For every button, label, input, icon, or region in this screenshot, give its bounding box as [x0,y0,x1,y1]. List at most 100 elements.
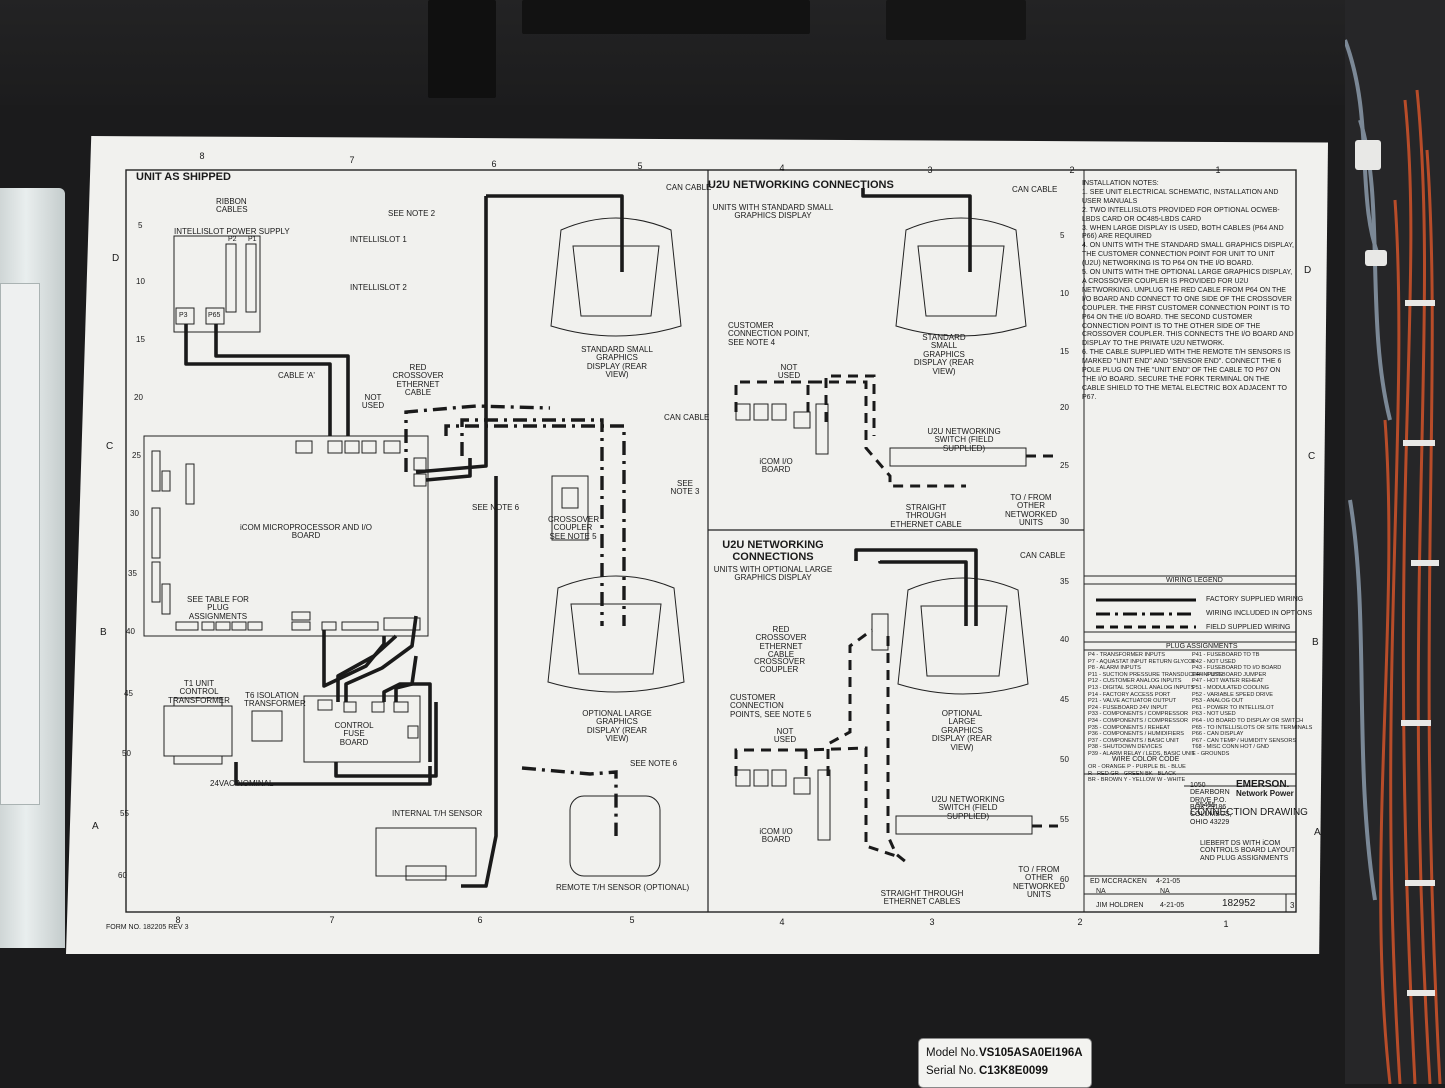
installation-note: 2. TWO INTELLISLOTS PROVIDED FOR OPTIONA… [1082,206,1280,223]
plug-p65-label: P65 [208,312,221,319]
ruler-tick-label: 10 [1060,289,1069,298]
plug-assignment-item: P37 - COMPONENTS / BASIC UNIT [1088,737,1180,744]
wiring-legend-field: FIELD SUPPLIED WIRING [1206,624,1291,631]
ruler-tick-label: 5 [1060,231,1065,240]
plug-assignments-left: P4 - TRANSFORMER INPUTS P7 - AQUASTAT IN… [1088,652,1222,758]
to-from-other2-label: TO / FROM OTHER NETWORKED UNITS [1013,865,1065,900]
plug-assignment-item: P38 - SHUTDOWN DEVICES [1088,744,1162,751]
ruler-tick-label: 50 [1060,755,1069,764]
ruler-tick-label: 30 [1060,517,1069,526]
plug-assignment-item: P43 - FUSEBOARD TO I/O BOARD [1192,665,1282,672]
ruler-tick-label: 60 [1060,875,1069,884]
model-number: VS105ASA0EI196A [979,1047,1083,1059]
emerson-sub: Network Power [1236,789,1294,798]
plug-p3-label: P3 [179,312,188,319]
wiring-legend-options: WIRING INCLUDED IN OPTIONS [1206,610,1313,617]
zone-column-label: 5 [637,161,643,171]
wiring-legend-factory: FACTORY SUPPLIED WIRING [1206,596,1304,603]
wire-color-code-row: R - RED GR - GREEN BK - BLACK [1088,770,1176,777]
zone-column-label: 7 [349,155,355,165]
form-number-label: FORM NO. 182205 REV 3 [106,924,189,931]
u2u-switch-label: U2U NETWORKING SWITCH (FIELD SUPPLIED) [927,427,1001,453]
plug-assignment-item: P61 - POWER TO INTELLISLOT [1192,704,1274,711]
customer-conn-note4-label: CUSTOMER CONNECTION POINT, SEE NOTE 4 [728,321,810,347]
std-small-display-label: STANDARD SMALL GRAPHICS DISPLAY (REAR VI… [581,345,653,380]
straight-through-label: STRAIGHT THROUGH ETHERNET CABLE [890,503,962,529]
control-fuse-board-label: CONTROL FUSE BOARD [334,721,374,747]
see-table-label: SEE TABLE FOR PLUG ASSIGNMENTS [187,595,249,621]
ruler-tick-label: 15 [136,335,145,344]
plug-assignment-item: P53 - ANALOG OUT [1192,698,1244,705]
document-in-sleeve [0,283,40,805]
plug-assignments-right: P41 - FUSEBOARD TO TB P42 - NOT USED P43… [1192,652,1312,758]
plug-p1-label: P1 [248,236,257,243]
not-used-right-label: NOT USED [777,363,801,381]
plug-assignment-item: P64 - I/O BOARD TO DISPLAY OR SWITCH [1192,717,1304,724]
cabinet-slot [522,0,810,34]
t6-transformer-label: T6 ISOLATION TRANSFORMER [244,691,306,709]
installation-note: 6. THE CABLE SUPPLIED WITH THE REMOTE T/… [1082,349,1291,401]
plug-assignment-item: P67 - CAN TEMP / HUMIDITY SENSORS [1192,737,1297,744]
opt-large-display-label: OPTIONAL LARGE GRAPHICS DISPLAY (REAR VI… [582,709,652,744]
connection-drawing-sheet: UNIT AS SHIPPED U2U NETWORKING CONNECTIO… [66,136,1328,954]
zone-column-label: 3 [929,917,935,927]
zone-row-label: C [1308,451,1316,462]
unit-nameplate: Model No. VS105ASA0EI196A Serial No. C13… [918,1038,1092,1088]
zone-column-label: 8 [199,151,205,161]
crossover-coupler-note5-label: CROSSOVER COUPLER SEE NOTE 5 [548,515,600,541]
units-optional-label: UNITS WITH OPTIONAL LARGE GRAPHICS DISPL… [713,565,833,583]
wiring-harness-background [1345,0,1445,1084]
installation-notes: INSTALLATION NOTES: 1. SEE UNIT ELECTRIC… [1082,180,1294,403]
drawing-subtitle: LIEBERT DS WITH iCOM CONTROLS BOARD LAYO… [1200,840,1296,862]
ruler-tick-label: 50 [122,749,131,758]
zone-column-label: 3 [927,165,933,175]
ruler-tick-label: 35 [128,569,137,578]
zone-column-label: 8 [175,915,181,925]
plug-assignment-item: P11 - SUCTION PRESSURE TRANSDUCER INPUTS [1088,671,1223,678]
checked-by: NA [1096,888,1106,895]
plug-assignment-item: P4 - TRANSFORMER INPUTS [1088,652,1165,658]
ruler-tick-label: 20 [134,393,143,402]
zone-row-label: C [106,441,114,452]
red-crossover-label: RED CROSSOVER ETHERNET CABLE [392,363,444,398]
ruler-tick-label: 60 [118,871,127,880]
wire-color-code-row: BR - BROWN Y - YELLOW W - WHITE [1088,777,1186,784]
to-from-other-label: TO / FROM OTHER NETWORKED UNITS [1005,493,1057,528]
ruler-tick-label: 40 [1060,635,1069,644]
approved-by: JIM HOLDREN [1096,902,1144,909]
can-cable-label-right-bottom: CAN CABLE [1020,551,1066,560]
ruler-tick-label: 5 [138,221,143,230]
emerson-logo: EMERSON. [1236,779,1290,790]
plug-assignment-item: E - GROUNDS [1192,750,1230,757]
red-crossover-right-label: RED CROSSOVER ETHERNET CABLE [755,625,807,660]
installation-notes-title: INSTALLATION NOTES: [1082,180,1159,187]
can-cable-label-mid: CAN CABLE [664,413,710,422]
std-small-display-right-label: STANDARD SMALL GRAPHICS DISPLAY (REAR VI… [913,333,975,376]
drawing-revision: 3 [1290,901,1295,910]
plug-assignment-item: P36 - COMPONENTS / HUMIDIFIERS [1088,731,1185,738]
intellislot-2-label: INTELLISLOT 2 [350,283,407,292]
plug-assignment-item: P34 - COMPONENTS / COMPRESSOR [1088,717,1189,724]
icom-io-board-label: iCOM I/O BOARD [759,457,793,475]
ruler-tick-label: 45 [124,689,133,698]
can-cable-label-right-top: CAN CABLE [1012,185,1058,194]
ruler-tick-label: 45 [1060,695,1069,704]
see-note-3-label: SEE NOTE 3 [670,479,700,497]
see-note-2-label: SEE NOTE 2 [388,209,436,218]
zone-column-label: 4 [779,163,785,173]
cabinet-slot [886,0,1026,40]
ribbon-cables-label: RIBBON CABLES [216,197,248,215]
zone-column-label: 2 [1069,165,1075,175]
zone-row-label: A [92,821,99,832]
icom-io-board2-label: iCOM I/O BOARD [759,827,793,845]
left-section-title: UNIT AS SHIPPED [136,171,231,183]
zone-column-label: 1 [1223,919,1229,929]
opt-large-display-right-label: OPTIONAL LARGE GRAPHICS DISPLAY (REAR VI… [931,709,993,752]
zone-row-label: B [100,627,107,638]
zone-column-label: 1 [1215,165,1221,175]
zone-column-label: 6 [491,159,497,169]
see-note-6-label: SEE NOTE 6 [472,503,520,512]
plug-assignment-item: P44 - FUSEBOARD JUMPER [1192,671,1267,678]
plastic-sleeve [0,188,65,948]
not-used-label: NOT USED [361,393,385,411]
